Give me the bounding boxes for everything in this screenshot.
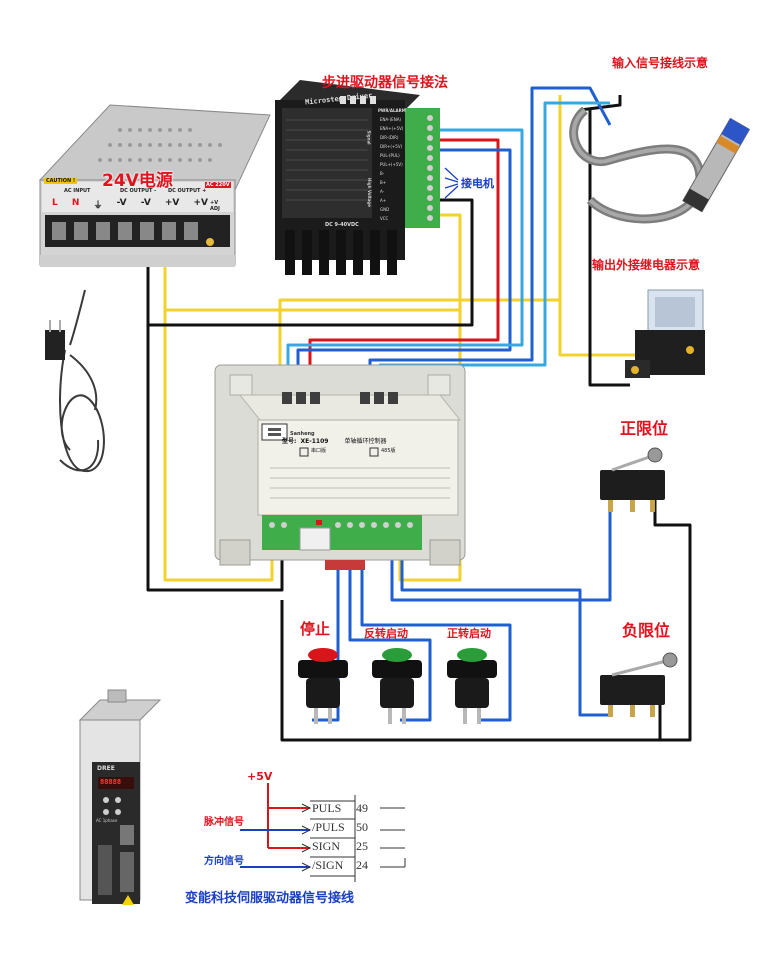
servo-drive: [78, 689, 162, 905]
wire-black-relay: [588, 110, 630, 387]
servo-signal-name: PULS: [312, 801, 342, 815]
wire-cyan-a: [286, 128, 524, 390]
reverse-button-graphic: [372, 648, 422, 724]
servo-row-1: /PULS 50: [312, 820, 382, 839]
direction-signal-label: 方向信号: [204, 856, 244, 867]
proximity-sensor: [569, 106, 751, 224]
controller: [214, 364, 466, 570]
forward-start-label: 正转启动: [447, 627, 491, 640]
ps-caution: CAUTION !: [44, 178, 78, 184]
controller-model: XE-1109: [300, 438, 329, 445]
pulse-signal-label: 脉冲信号: [204, 817, 244, 828]
wire-blue-sensor: [555, 86, 612, 126]
positive-limit-label: 正限位: [620, 419, 669, 438]
servo-wiring-title: 变能科技伺服驱动器信号接线: [185, 891, 355, 906]
stepper-terminal-3: DIR+(+5V): [380, 144, 403, 149]
stepper-driver: [275, 80, 440, 275]
stepper-terminal-1: ENA+(+5V): [380, 126, 404, 131]
controller-brand: Sanheng: [290, 431, 315, 437]
wire-black-stepper: [148, 198, 474, 327]
limit-switch-pos: [600, 447, 665, 512]
stop-button-graphic: [298, 648, 348, 724]
wire-blue-a: [296, 148, 512, 390]
stepper-terminal-7: B+: [380, 180, 387, 185]
servo-signal-name: /PULS: [312, 820, 345, 834]
stepper-terminal-10: GND: [380, 207, 390, 212]
motor-arrows: [444, 167, 459, 199]
servo-signal-name: SIGN: [312, 839, 341, 853]
negative-limit-label: 负限位: [622, 621, 671, 640]
power-supply: [38, 104, 271, 267]
servo-pin: 49: [356, 801, 368, 815]
stepper-terminal-0: ENA-(ENA): [380, 117, 401, 122]
ps-terminal-ground: ⏚: [93, 201, 103, 211]
ps-terminal-l: L: [52, 198, 58, 208]
ps-terminal-n: N: [71, 198, 80, 208]
stepper-signal-label: Signal: [366, 130, 372, 145]
ps-terminal-v1: -V: [116, 198, 127, 208]
stepper-terminal-labels: ENA-(ENA) ENA+(+5V) DIR-(DIR) DIR+(+5V) …: [380, 115, 406, 223]
wire-blue-neg: [400, 520, 610, 717]
wire-yellow-relay2: [278, 298, 560, 385]
wire-blue-fwd: [360, 520, 512, 722]
motor-connection-label: 接电机: [461, 177, 494, 190]
servo-ac-label: AC 1phase: [96, 818, 118, 823]
ps-terminal-v4: +V: [193, 198, 208, 208]
plus5v-label: +5V: [247, 770, 273, 783]
servo-signal-table: PULS 49 /PULS 50 SIGN 25 /SIGN 24: [312, 801, 382, 877]
stepper-terminal-9: A+: [380, 198, 387, 203]
stepper-wiring-title: 步进驱动器信号接法: [322, 75, 448, 91]
stepper-power-label: DC 9-40VDC: [325, 222, 359, 228]
wire-black-bottom: [280, 500, 692, 742]
servo-signal-name: /SIGN: [312, 858, 344, 872]
plug: [45, 320, 65, 360]
servo-pin: 24: [356, 858, 368, 872]
controller-option-1: 串口版: [311, 448, 327, 454]
controller-desc: 单轴循环控制器: [344, 438, 387, 445]
controller-model-prefix: 型号:: [282, 438, 297, 445]
ps-sticker: AC 220V: [205, 182, 231, 188]
servo-pin: 25: [356, 839, 368, 853]
servo-brand: DREE: [97, 765, 115, 772]
relay: [625, 289, 705, 378]
ps-terminal-v2: -V: [140, 198, 151, 208]
stop-label: 停止: [300, 620, 331, 638]
relay-output-title: 输出外接继电器示意: [592, 258, 701, 272]
power-cord: [59, 289, 105, 473]
power-24v-title: 24V电源: [102, 171, 173, 191]
input-signal-title: 输入信号接线示意: [612, 56, 709, 70]
stepper-terminal-5: PUL+(+5V): [380, 162, 403, 167]
servo-display: 88888: [100, 778, 122, 786]
stepper-terminal-8: A-: [380, 189, 385, 194]
ps-dc-output-2: DC OUTPUT +: [168, 188, 207, 194]
stepper-terminal-4: PUL-(PUL): [380, 153, 400, 158]
controller-option-2: 485版: [381, 448, 396, 454]
ps-terminal-v3: +V: [164, 198, 180, 208]
stepper-high-voltage-label: High Voltage: [367, 177, 373, 208]
wire-red-stepper: [308, 138, 500, 390]
ps-ac-input: AC INPUT: [64, 188, 91, 194]
ps-adj: +V ADJ: [210, 200, 220, 212]
servo-row-3: /SIGN 24: [312, 858, 382, 877]
wire-blue-rev: [348, 520, 432, 722]
ps-dc-output-1: DC OUTPUT -: [120, 188, 157, 194]
wire-black-sensor: [579, 95, 622, 112]
stepper-terminal-11: VCC: [380, 216, 389, 221]
wire-blue-stop: [312, 520, 340, 722]
forward-button-graphic: [447, 648, 497, 724]
servo-row-0: PULS 49: [312, 801, 382, 820]
reverse-start-label: 反转启动: [364, 627, 408, 640]
servo-pin: 50: [356, 820, 368, 834]
limit-switch-neg: [600, 652, 678, 717]
stepper-terminal-6: B-: [380, 171, 385, 176]
stepper-terminal-2: DIR-(DIR): [380, 135, 399, 140]
servo-schematic: [240, 783, 406, 882]
servo-row-2: SIGN 25: [312, 839, 382, 858]
controller-model-row: 型号: XE-1109 单轴循环控制器: [282, 436, 387, 445]
ps-terminal-labels: L N ⏚ -V -V +V +V: [52, 198, 208, 211]
stepper-pwr-alarm: PWR/ALARM: [378, 108, 406, 113]
